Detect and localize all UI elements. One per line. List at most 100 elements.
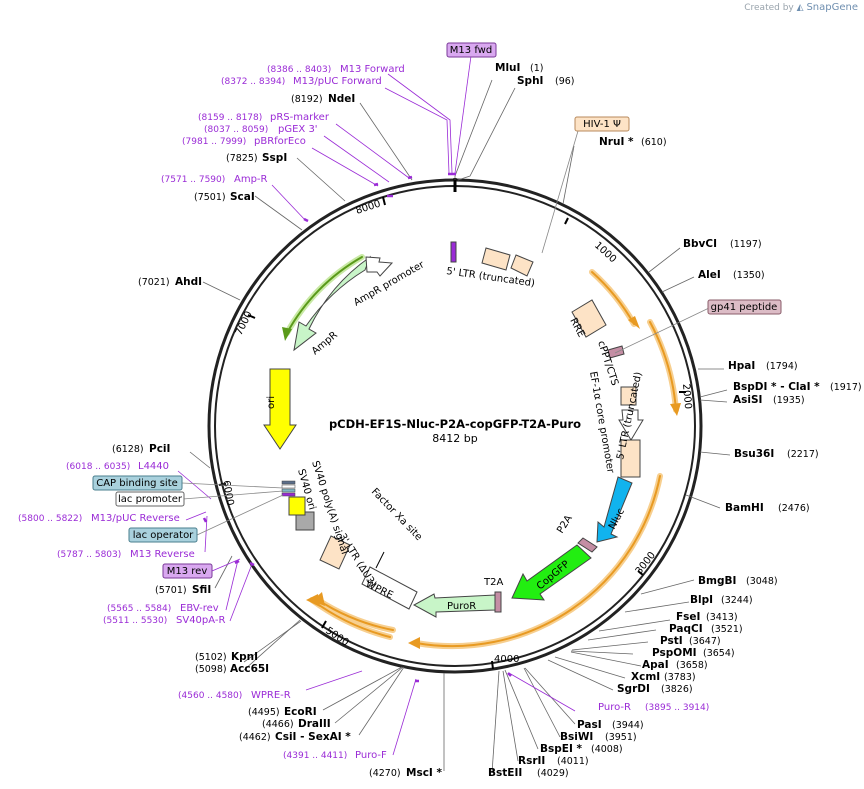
site-leader-lines [189,79,731,774]
site-xcmi-name: XcmI [631,671,660,683]
site-bsu36i-name: Bsu36I [734,448,774,460]
site-pasi-name: PasI [577,719,602,731]
label-ori: ori [266,396,277,409]
primer-prs-name: pRS-marker [270,112,330,123]
tag-laco: lac operator [133,530,194,541]
site-alei-name: AleI [698,269,721,281]
site-bsiwi-pos: (3951) [605,732,637,743]
feature-small-box [620,386,637,406]
site-csii-pos: (4462) [239,732,271,743]
feature-ltr5t-box [620,439,641,478]
primer-ampr-name: Amp-R [234,174,268,185]
site-rsrii-name: RsrII [518,755,545,767]
site-bsiwi-name: BsiWI [560,731,593,743]
site-sfii-pos: (5701) [155,585,187,596]
credit-text: Created by [744,3,794,13]
site-acc65i-pos: (5098) [195,664,227,675]
tick-5000: 5000 [323,625,350,648]
primer-puror-name: Puro-R [598,702,631,713]
snapgene-logo-icon: ◭ [796,3,804,13]
site-kpni-pos: (5102) [195,652,227,663]
site-bamhi-pos: (2476) [778,503,810,514]
feature-ltr3-box [319,535,351,570]
plasmid-size: 8412 bp [432,432,477,445]
site-sgrdi-name: SgrDI [617,683,650,695]
site-scai-name: ScaI [230,191,255,203]
feature-ltr5b-box [510,254,534,277]
site-bspei-pos: (4008) [591,744,623,755]
tag-m13rev: M13 rev [167,566,208,577]
site-pcii-name: PciI [149,443,170,455]
feature-ef1a-arrow [618,409,644,441]
primer-m13pucfwd-name: M13/pUC Forward [293,76,382,87]
primer-pbr-name: pBRforEco [254,136,306,147]
site-labels-right: MluI (1) SphI (96) NruI * (610) BbvCI (1… [488,62,862,779]
primer-m13fwd-range: (8386 .. 8403) [267,65,331,75]
site-msci-pos: (4270) [369,768,401,779]
snapgene-credit: Created by ◭ SnapGene [744,2,858,13]
feature-t2a-box [494,591,502,613]
site-pasi-pos: (3944) [612,720,644,731]
site-fsei-name: FseI [676,611,700,623]
primer-m13rev-range: (5787 .. 5803) [57,550,121,560]
site-ndei-pos: (8192) [291,94,323,105]
site-psti-pos: (3647) [689,636,721,647]
credit-brand: SnapGene [806,2,858,13]
site-pspomi-name: PspOMI [652,647,697,659]
primer-m13pucrev-range: (5800 .. 5822) [18,514,82,524]
site-sfii-name: SfiI [192,584,211,596]
site-apai-pos: (3658) [676,660,708,671]
primer-sv40pa-name: SV40pA-R [176,615,225,626]
site-nrui-name: NruI * [599,136,634,148]
site-scai-pos: (7501) [194,192,226,203]
site-labels-left: (4270) MscI * (4462) CsiI - SexAI * (446… [112,93,442,779]
tag-hiv: HIV-1 Ψ [583,119,621,130]
site-bspdi-name: BspDI * - ClaI * [733,381,820,393]
feature-sv40pa-box [288,496,306,516]
site-bmgbi-pos: (3048) [746,576,778,587]
site-bspei-name: BspEI * [540,743,583,755]
outer-feature-arrows [284,254,679,650]
primer-purof-name: Puro-F [355,750,387,761]
feature-ori-arrow [263,368,297,450]
site-sphi-name: SphI [517,75,543,87]
site-paqci-pos: (3521) [711,624,743,635]
site-sspi-name: SspI [262,152,287,164]
primer-l4440-range: (6018 .. 6035) [66,462,130,472]
primer-m13pucrev-name: M13/pUC Reverse [91,513,180,524]
site-blpi-pos: (3244) [721,595,753,606]
feature-puror-arrow [412,593,496,618]
primer-pgex-range: (8037 .. 8059) [204,125,268,135]
feature-tags: M13 fwd HIV-1 Ψ gp41 peptide CAP binding… [92,42,782,579]
primer-purof-range: (4391 .. 4411) [283,751,347,761]
site-acc65i-name: Acc65I [230,663,269,675]
inner-features [263,241,644,618]
site-bbvci-pos: (1197) [730,239,762,250]
tag-lacp: lac promoter [118,494,183,505]
site-bsu36i-pos: (2217) [787,449,819,460]
primer-m13rev-name: M13 Reverse [130,549,195,560]
primer-pbr-range: (7981 .. 7999) [182,137,246,147]
feature-copgfp-arrow [511,544,592,601]
tag-m13fwd: M13 fwd [450,45,492,56]
site-hpai-pos: (1794) [766,361,798,372]
site-sphi-pos: (96) [555,76,575,87]
label-factorxa: Factor Xa site [369,486,424,543]
site-pspomi-pos: (3654) [703,648,735,659]
label-p2a: P2A [555,513,575,535]
site-apai-name: ApaI [642,659,669,671]
feature-wpre-box [361,566,418,610]
site-sgrdi-pos: (3826) [661,684,693,695]
primer-m13fwd-name: M13 Forward [340,64,405,75]
primer-l4440-name: L4440 [138,461,169,472]
site-mlui-pos: (1) [530,63,543,74]
site-kpni-name: KpnI [231,651,258,663]
site-nrui-pos: (610) [641,137,667,148]
primer-m13pucfwd-range: (8372 .. 8394) [221,77,285,87]
primer-puror-range: (3895 .. 3914) [645,703,709,713]
primer-pgex-name: pGEX 3' [278,124,318,135]
site-ahdi-pos: (7021) [138,277,170,288]
feature-ltr5-box [481,247,511,271]
site-bspdi-pos: (1917) [830,382,862,393]
